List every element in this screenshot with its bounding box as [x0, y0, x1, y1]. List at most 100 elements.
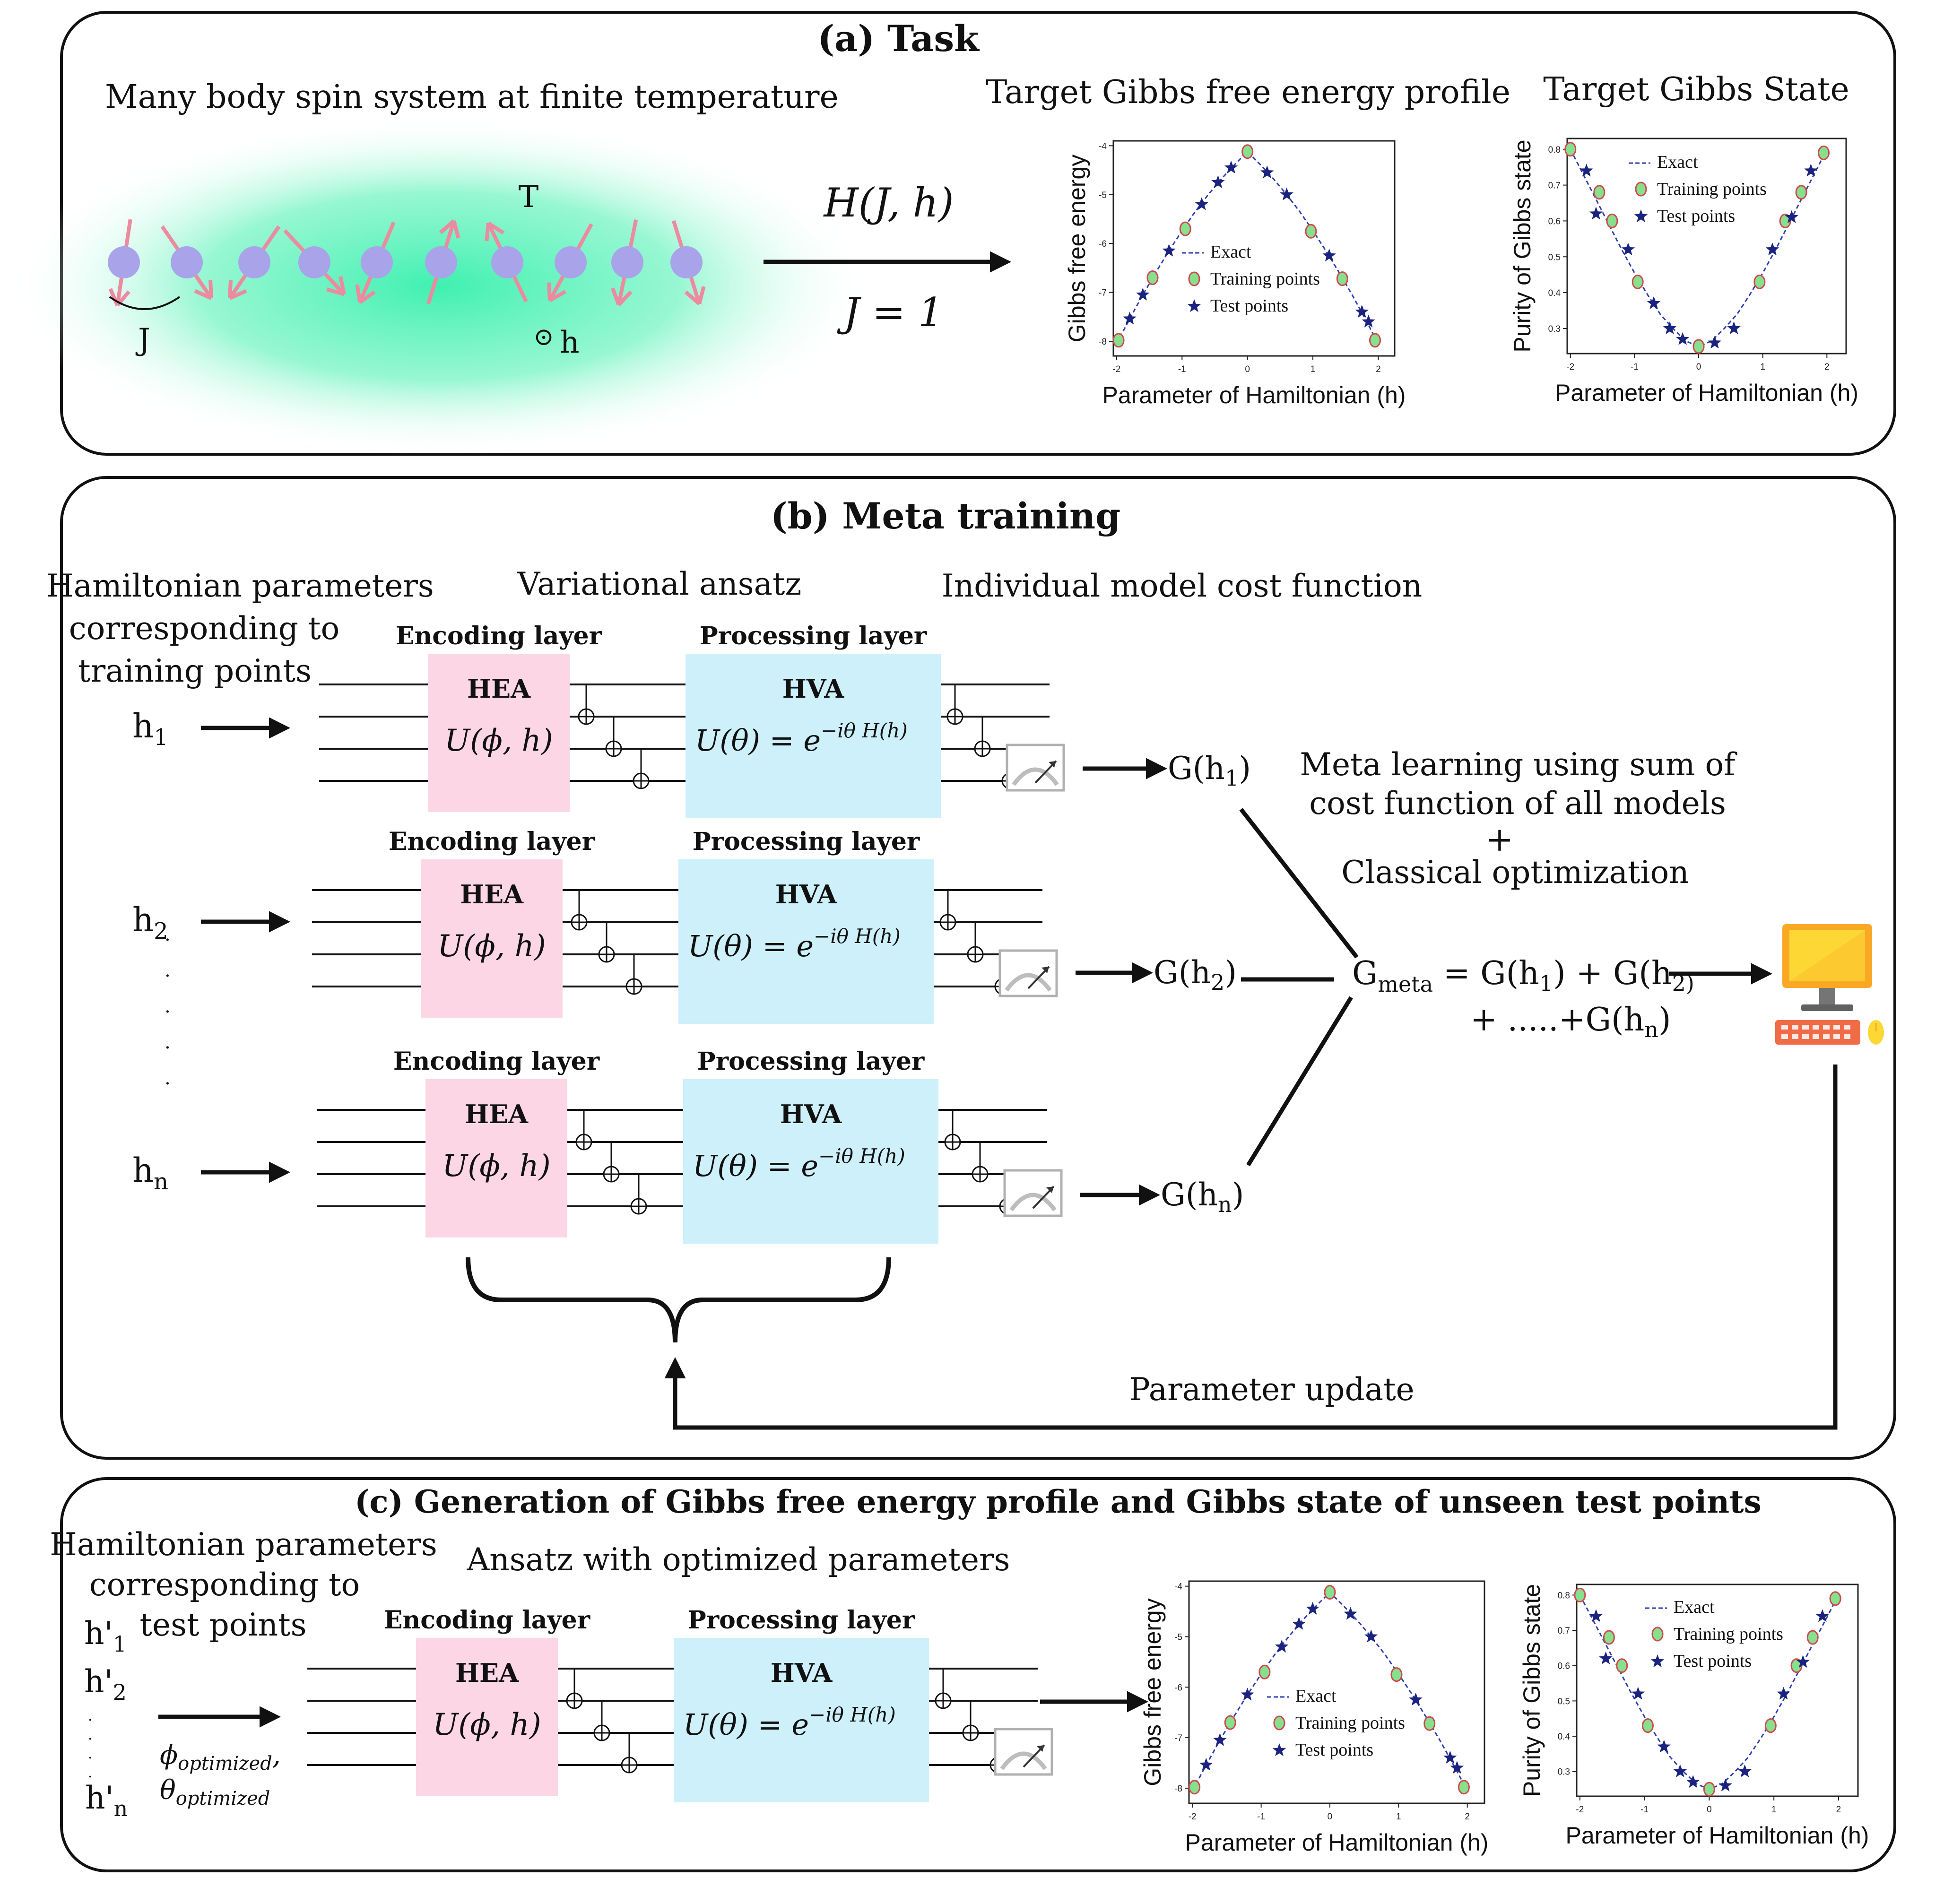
y-tick-label: 0.7: [1548, 181, 1561, 191]
y-tick-label: -7: [1174, 1733, 1182, 1743]
legend-test-swatch: [1272, 1743, 1286, 1757]
ellipsis-dot: .: [88, 1746, 93, 1762]
x-axis-label: Parameter of Hamiltonian (h): [1555, 380, 1858, 406]
training-point: [1369, 333, 1381, 348]
test-point: [1322, 249, 1336, 262]
j-value-label: J = 1: [837, 289, 944, 336]
ellipsis-dot: .: [165, 1067, 171, 1089]
legend-training-label: Training points: [1295, 1713, 1405, 1733]
test-point: [1647, 296, 1661, 309]
training-point: [1423, 1716, 1436, 1731]
x-tick-label: -2: [1566, 362, 1574, 372]
hea-block: [428, 654, 570, 812]
x-tick-label: -1: [1631, 362, 1639, 372]
y-tick-label: -6: [1174, 1683, 1182, 1693]
panel-a-title: (a) Task: [817, 17, 980, 60]
x-tick-label: 1: [1310, 364, 1316, 374]
y-tick-label: 0.5: [1558, 1696, 1570, 1706]
y-tick-label: 0.4: [1548, 288, 1561, 298]
chart-frame: [1112, 140, 1396, 357]
legend-exact-label: Exact: [1210, 242, 1251, 262]
legend-test-swatch: [1634, 209, 1648, 223]
training-point: [1258, 1664, 1271, 1679]
meta-line-1: Meta learning using sum of: [1300, 746, 1737, 783]
training-point: [1616, 1658, 1628, 1673]
hva-block: [686, 654, 941, 818]
test-point: [1599, 1651, 1613, 1664]
x-tick-label: -1: [1257, 1812, 1265, 1822]
hva-formula: U(θ) = e−iθ H(h): [688, 925, 901, 963]
spin-site: [171, 246, 203, 278]
hea-formula: U(ϕ, h): [444, 723, 553, 758]
training-input-h1: h1: [132, 707, 168, 751]
y-axis-label: Purity of Gibbs state: [1519, 1584, 1545, 1797]
ellipsis-dot: .: [165, 960, 171, 981]
training-point: [1818, 145, 1830, 160]
x-tick-label: 0: [1696, 362, 1701, 372]
spin-site: [238, 246, 270, 278]
x-tick-label: 2: [1836, 1805, 1841, 1815]
y-tick-label: -5: [1174, 1633, 1182, 1643]
encoding-layer-label: Encoding layer: [384, 1606, 590, 1635]
test-point: [1443, 1750, 1457, 1764]
test-params-line-1: Hamiltonian parameters: [50, 1526, 437, 1563]
spin-arrow-head: [338, 276, 346, 295]
x-tick-label: 2: [1465, 1812, 1470, 1822]
y-axis-label: Purity of Gibbs state: [1509, 139, 1536, 352]
panel-b-title: (b) Meta training: [771, 495, 1121, 537]
x-tick-label: -2: [1189, 1812, 1197, 1822]
y-tick-label: 0.3: [1558, 1767, 1570, 1777]
hva-block: [683, 1079, 938, 1244]
test-point: [1344, 1607, 1357, 1620]
x-tick-label: 1: [1396, 1812, 1401, 1822]
merge-line-3: [1246, 996, 1353, 1167]
spin-site: [108, 246, 140, 278]
y-tick-label: 0.4: [1558, 1732, 1571, 1742]
hva-formula: U(θ) = e−iθ H(h): [693, 1144, 905, 1183]
measurement-meter-icon: [995, 1729, 1052, 1774]
hva-label: HVA: [771, 1658, 833, 1688]
gmeta-equation-line-1: Gmeta = G(h1) + G(h2): [1352, 955, 1694, 997]
legend-test-swatch: [1650, 1654, 1665, 1668]
gibbs-state-title: Target Gibbs State: [1543, 71, 1849, 108]
coupling-arc: [109, 296, 181, 310]
spin-arrow-head: [452, 220, 460, 239]
hea-block: [425, 1079, 567, 1238]
panel-b-frame: [60, 476, 1896, 1460]
test-input-1: h'1: [84, 1615, 127, 1657]
spin-arrow-head: [439, 219, 455, 234]
parameter-update-arrow: [664, 1065, 1838, 1430]
test-point: [1673, 1764, 1687, 1777]
test-point: [1589, 207, 1603, 220]
test-point: [1785, 210, 1798, 223]
hva-formula: U(θ) = e−iθ H(h): [695, 719, 908, 758]
cost-g1: G(h1): [1168, 750, 1251, 791]
training-point: [1764, 1718, 1777, 1733]
legend-training-label: Training points: [1674, 1624, 1783, 1644]
spin-site: [670, 246, 703, 278]
test-point: [1224, 160, 1238, 173]
training-point: [1606, 213, 1618, 228]
test-input-n: h'n: [85, 1780, 128, 1821]
optimized-ansatz-label: Ansatz with optimized parameters: [467, 1541, 1010, 1578]
test-params-line-3: test points: [140, 1607, 307, 1643]
test-point: [1123, 312, 1137, 325]
spin-arrow-head: [547, 282, 552, 301]
params-label-line-2: corresponding to: [69, 610, 340, 647]
test-point: [1815, 1609, 1829, 1622]
training-point: [1806, 1630, 1819, 1645]
test-point: [1589, 1609, 1603, 1622]
legend-training-swatch: [1273, 1715, 1285, 1731]
parameter-update-label: Parameter update: [1129, 1371, 1414, 1408]
test-point: [1686, 1775, 1700, 1788]
y-tick-label: -8: [1099, 337, 1107, 347]
y-axis-label: Gibbs free energy: [1139, 1598, 1166, 1786]
theta-optimized-label: θoptimized: [160, 1775, 270, 1809]
spin-arrow-head: [617, 290, 633, 306]
training-point: [1564, 142, 1577, 157]
hva-label: HVA: [782, 674, 845, 704]
x-axis-label: Parameter of Hamiltonian (h): [1566, 1822, 1869, 1849]
